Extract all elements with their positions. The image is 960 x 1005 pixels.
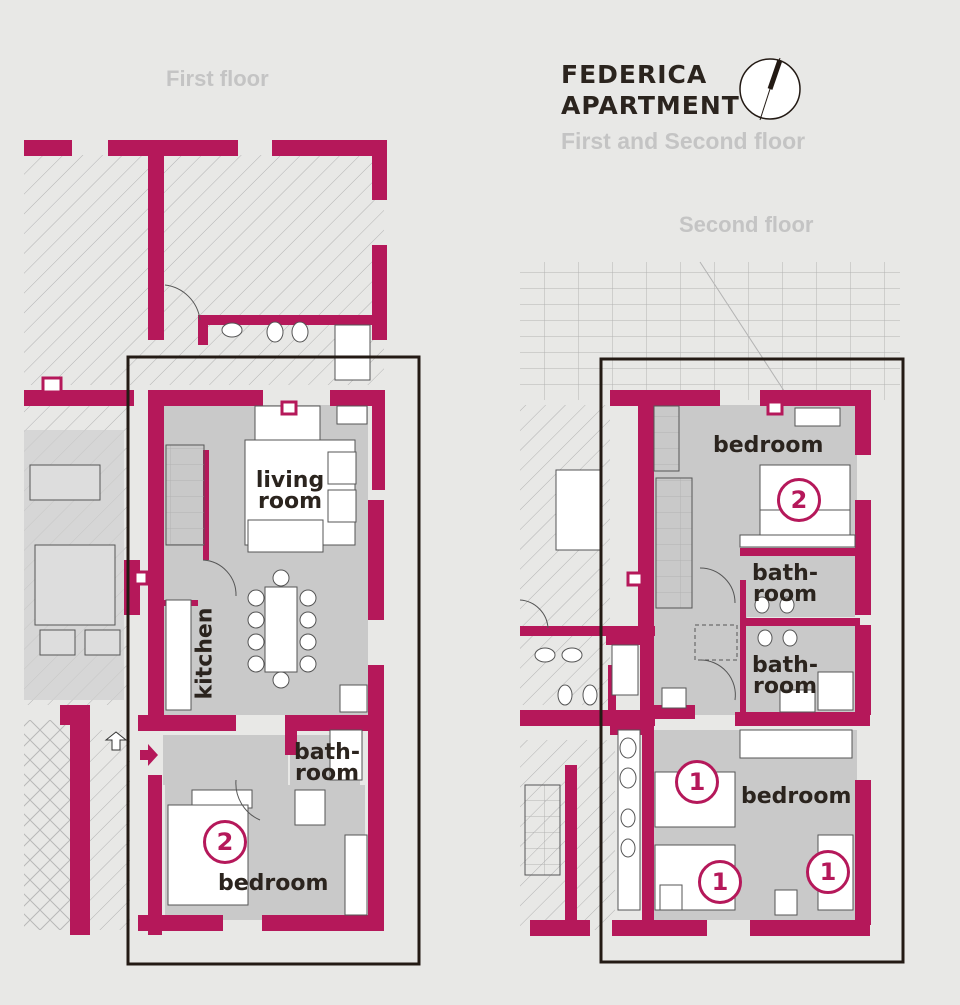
- neighbour-area-top: [24, 155, 384, 385]
- bathroom-label-line1: bath-: [294, 740, 360, 765]
- second-floor-plan: [519, 261, 905, 964]
- bed-count-badge-b: 1: [698, 860, 742, 904]
- bedroom-bottom-label: bedroom: [741, 784, 852, 809]
- first-floor-walls: [24, 140, 387, 935]
- subtitle: First and Second floor: [561, 128, 806, 154]
- bed-count-badge-c: 1: [806, 850, 850, 894]
- bathroom-a-label-line2: room: [752, 582, 817, 607]
- bathroom-b-label: bath- room: [750, 653, 820, 699]
- living-room-label-line1: living: [255, 468, 325, 493]
- bathroom-b-label-line1: bath-: [752, 653, 818, 678]
- bathroom-a-label-line1: bath-: [752, 561, 818, 586]
- first-floor-plan: [24, 140, 421, 966]
- hallway-floor: [163, 735, 288, 785]
- bathroom-b-label-line2: room: [752, 674, 817, 699]
- living-room-label: living room: [250, 468, 330, 514]
- title-line-2: APARTMENT: [561, 91, 740, 120]
- north-compass-icon: [739, 57, 801, 121]
- bedroom-label: bedroom: [218, 871, 329, 896]
- bedroom-top-label: bedroom: [713, 433, 824, 458]
- living-room-label-line2: room: [257, 489, 322, 514]
- bed-count-badge-a: 1: [675, 760, 719, 804]
- second-floor-label: Second floor: [679, 212, 814, 237]
- bathroom-label-line2: room: [294, 761, 359, 786]
- bed-count-badge: 2: [203, 820, 247, 864]
- kitchen-label: kitchen: [192, 607, 218, 700]
- title-line-1: FEDERICA: [561, 60, 708, 89]
- roof-tiles: [520, 262, 900, 400]
- bed-count-badge-top: 2: [777, 478, 821, 522]
- first-floor-label: First floor: [166, 66, 269, 91]
- neighbour-stairs: [24, 720, 74, 930]
- bathroom-label: bath- room: [292, 740, 362, 786]
- bathroom-a-label: bath- room: [750, 561, 820, 607]
